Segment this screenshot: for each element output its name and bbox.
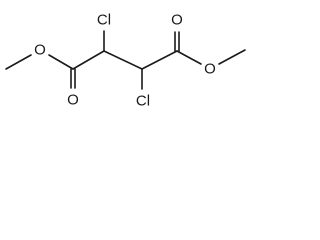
bond-c3-to-right-carbonyl-carbon: [141, 50, 178, 70]
atom-chlorine-bottom: Cl: [136, 93, 150, 110]
bond-right-carbonyl-to-oxygen: [176, 50, 202, 65]
bond-methyl-left-to-oxygen: [5, 54, 32, 70]
atom-oxygen-left-ether: O: [34, 42, 46, 59]
bond-oxygen-right-to-methyl: [218, 49, 246, 65]
atom-oxygen-left-carbonyl: O: [67, 92, 79, 109]
bond-oxygen-left-to-carbonyl-carbon: [48, 54, 74, 70]
atom-oxygen-right-ether: O: [204, 61, 216, 78]
atom-chlorine-top: Cl: [97, 12, 111, 29]
chemical-structure-diagram: Cl Cl O O O O: [5, 12, 246, 110]
atom-oxygen-right-carbonyl: O: [171, 12, 183, 29]
bond-left-carbonyl-to-chiral-c2: [72, 50, 105, 70]
bond-c2-to-c3: [103, 50, 143, 70]
